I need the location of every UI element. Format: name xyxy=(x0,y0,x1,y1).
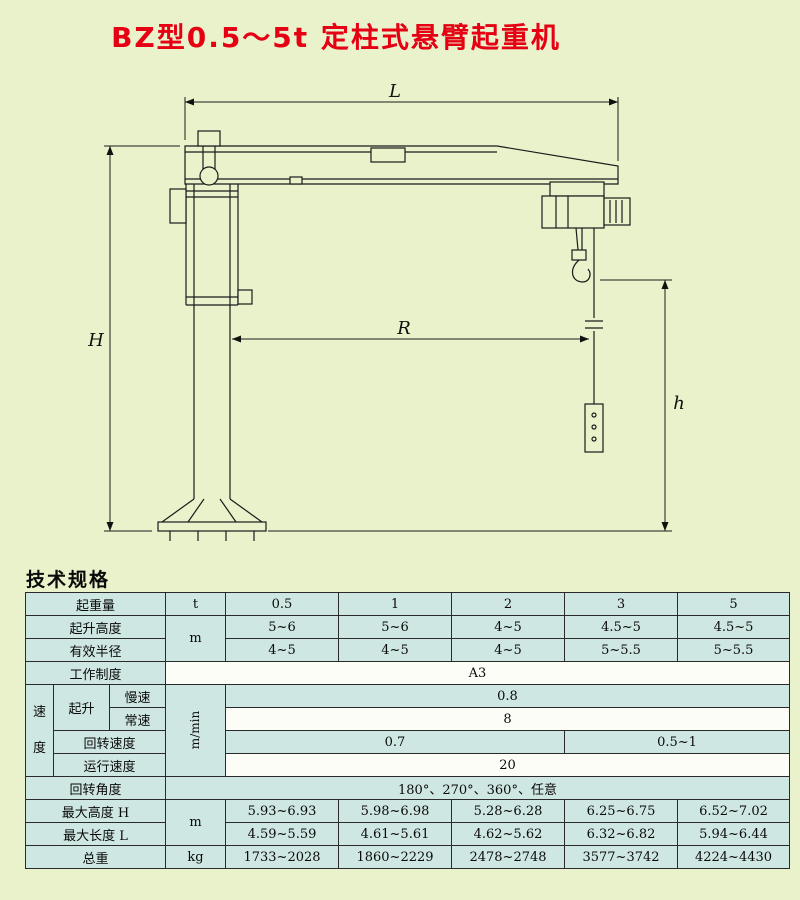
angle-label: 回转角度 xyxy=(25,776,166,800)
total-weight-value-5: 4224~4430 xyxy=(677,845,790,869)
lift-height-value-4: 4.5~5 xyxy=(564,615,678,639)
speed-slew-value-a: 0.7 xyxy=(225,730,565,754)
max-height-label: 最大高度 H xyxy=(25,799,166,823)
max-height-value-4: 6.25~6.75 xyxy=(564,799,678,823)
lift-height-value-2: 5~6 xyxy=(338,615,452,639)
dim-label-H: H xyxy=(87,330,104,351)
row-max-height: 最大高度 H m 5.93~6.93 5.98~6.98 5.28~6.28 6… xyxy=(25,799,790,846)
duty-value: A3 xyxy=(165,661,790,685)
max-length-value-3: 4.62~5.62 xyxy=(451,822,565,846)
angle-value: 180°、270°、360°、任意 xyxy=(165,776,790,800)
section-heading: 技术规格 xyxy=(26,569,111,591)
total-weight-value-3: 2478~2748 xyxy=(451,845,565,869)
capacity-value-5: 5 xyxy=(677,592,790,616)
radius-label: 有效半径 xyxy=(25,638,166,662)
total-weight-label: 总重 xyxy=(25,845,166,869)
pendant-control xyxy=(584,228,604,453)
capacity-value-1: 0.5 xyxy=(225,592,339,616)
row-speed-travel: 运行速度 20 xyxy=(26,753,790,777)
row-angle: 回转角度 180°、270°、360°、任意 xyxy=(25,776,790,800)
total-weight-value-4: 3577~3742 xyxy=(564,845,678,869)
jib-beam xyxy=(184,145,619,185)
total-weight-unit: kg xyxy=(165,845,226,869)
duty-label: 工作制度 xyxy=(25,661,166,685)
speed-normal-label: 常速 xyxy=(109,707,166,731)
speed-slew-value-b: 0.5~1 xyxy=(564,730,790,754)
lift-height-value-3: 4~5 xyxy=(451,615,565,639)
capacity-label: 起重量 xyxy=(25,592,166,616)
max-length-value-5: 5.94~6.44 xyxy=(677,822,790,846)
radius-value-4: 5~5.5 xyxy=(564,638,678,662)
max-height-value-3: 5.28~6.28 xyxy=(451,799,565,823)
lift-height-label: 起升高度 xyxy=(25,615,166,639)
trolley-stop xyxy=(289,176,303,185)
speed-slow-value: 0.8 xyxy=(225,684,790,708)
row-duty: 工作制度 A3 xyxy=(25,661,790,685)
speed-normal-value: 8 xyxy=(225,707,790,731)
speed-lift-label: 起升 xyxy=(53,684,110,731)
slew-sleeve xyxy=(169,184,253,306)
row-max-length: 最大长度 L 4.59~5.59 4.61~5.61 4.62~5.62 6.3… xyxy=(25,822,790,846)
row-lift-height: 起升高度 m 5~6 5~6 4~5 4.5~5 4.5~5 xyxy=(25,615,790,662)
dimension-lines xyxy=(104,97,672,532)
page-title: BZ型0.5～5t 定柱式悬臂起重机 xyxy=(111,21,561,54)
base xyxy=(157,498,267,541)
beam-plate xyxy=(370,147,406,163)
capacity-value-4: 3 xyxy=(564,592,678,616)
slew-drive-motor xyxy=(197,130,221,186)
electric-hoist xyxy=(541,181,631,229)
max-length-value-2: 4.61~5.61 xyxy=(338,822,452,846)
max-length-label: 最大长度 L xyxy=(25,822,166,846)
lift-height-unit: m xyxy=(165,615,226,662)
capacity-value-2: 1 xyxy=(338,592,452,616)
row-speed-slew: 回转速度 0.7 0.5~1 xyxy=(26,730,790,754)
total-weight-value-1: 1733~2028 xyxy=(225,845,339,869)
row-radius: 有效半径 4~5 4~5 4~5 5~5.5 5~5.5 xyxy=(25,638,790,662)
speed-group-text: 速度 xyxy=(32,704,46,756)
row-capacity: 起重量 t 0.5 1 2 3 5 xyxy=(25,592,790,616)
max-length-value-1: 4.59~5.59 xyxy=(225,822,339,846)
radius-value-3: 4~5 xyxy=(451,638,565,662)
max-height-value-2: 5.98~6.98 xyxy=(338,799,452,823)
speed-unit: m/min xyxy=(165,684,226,777)
max-length-value-4: 6.32~6.82 xyxy=(564,822,678,846)
speed-travel-label: 运行速度 xyxy=(53,753,166,777)
crane-structure xyxy=(157,130,631,541)
radius-value-5: 5~5.5 xyxy=(677,638,790,662)
speed-slew-label: 回转速度 xyxy=(53,730,166,754)
row-total-weight: 总重 kg 1733~2028 1860~2229 2478~2748 3577… xyxy=(25,845,790,869)
dim-label-R: R xyxy=(396,318,411,339)
speed-slow-label: 慢速 xyxy=(109,684,166,708)
hook xyxy=(571,227,591,283)
max-height-value-5: 6.52~7.02 xyxy=(677,799,790,823)
speed-unit-text: m/min xyxy=(188,710,203,750)
spec-table: 起重量 t 0.5 1 2 3 5 起升高度 m 5~6 5~6 4~5 4.5… xyxy=(25,592,790,869)
capacity-value-3: 2 xyxy=(451,592,565,616)
dim-label-L: L xyxy=(388,84,401,102)
lift-height-value-5: 4.5~5 xyxy=(677,615,790,639)
row-speed-slow: 速度 起升 慢速 m/min 0.8 xyxy=(25,684,790,777)
speed-group-label: 速度 xyxy=(25,684,54,777)
row-speed-normal: 常速 8 xyxy=(26,707,790,731)
speed-travel-value: 20 xyxy=(225,753,790,777)
max-height-unit: m xyxy=(165,799,226,846)
capacity-unit: t xyxy=(165,592,226,616)
column xyxy=(193,184,231,499)
dim-label-h: h xyxy=(673,393,685,414)
lift-height-value-1: 5~6 xyxy=(225,615,339,639)
radius-value-1: 4~5 xyxy=(225,638,339,662)
total-weight-value-2: 1860~2229 xyxy=(338,845,452,869)
crane-drawing: L H R h xyxy=(87,84,685,541)
max-height-value-1: 5.93~6.93 xyxy=(225,799,339,823)
radius-value-2: 4~5 xyxy=(338,638,452,662)
